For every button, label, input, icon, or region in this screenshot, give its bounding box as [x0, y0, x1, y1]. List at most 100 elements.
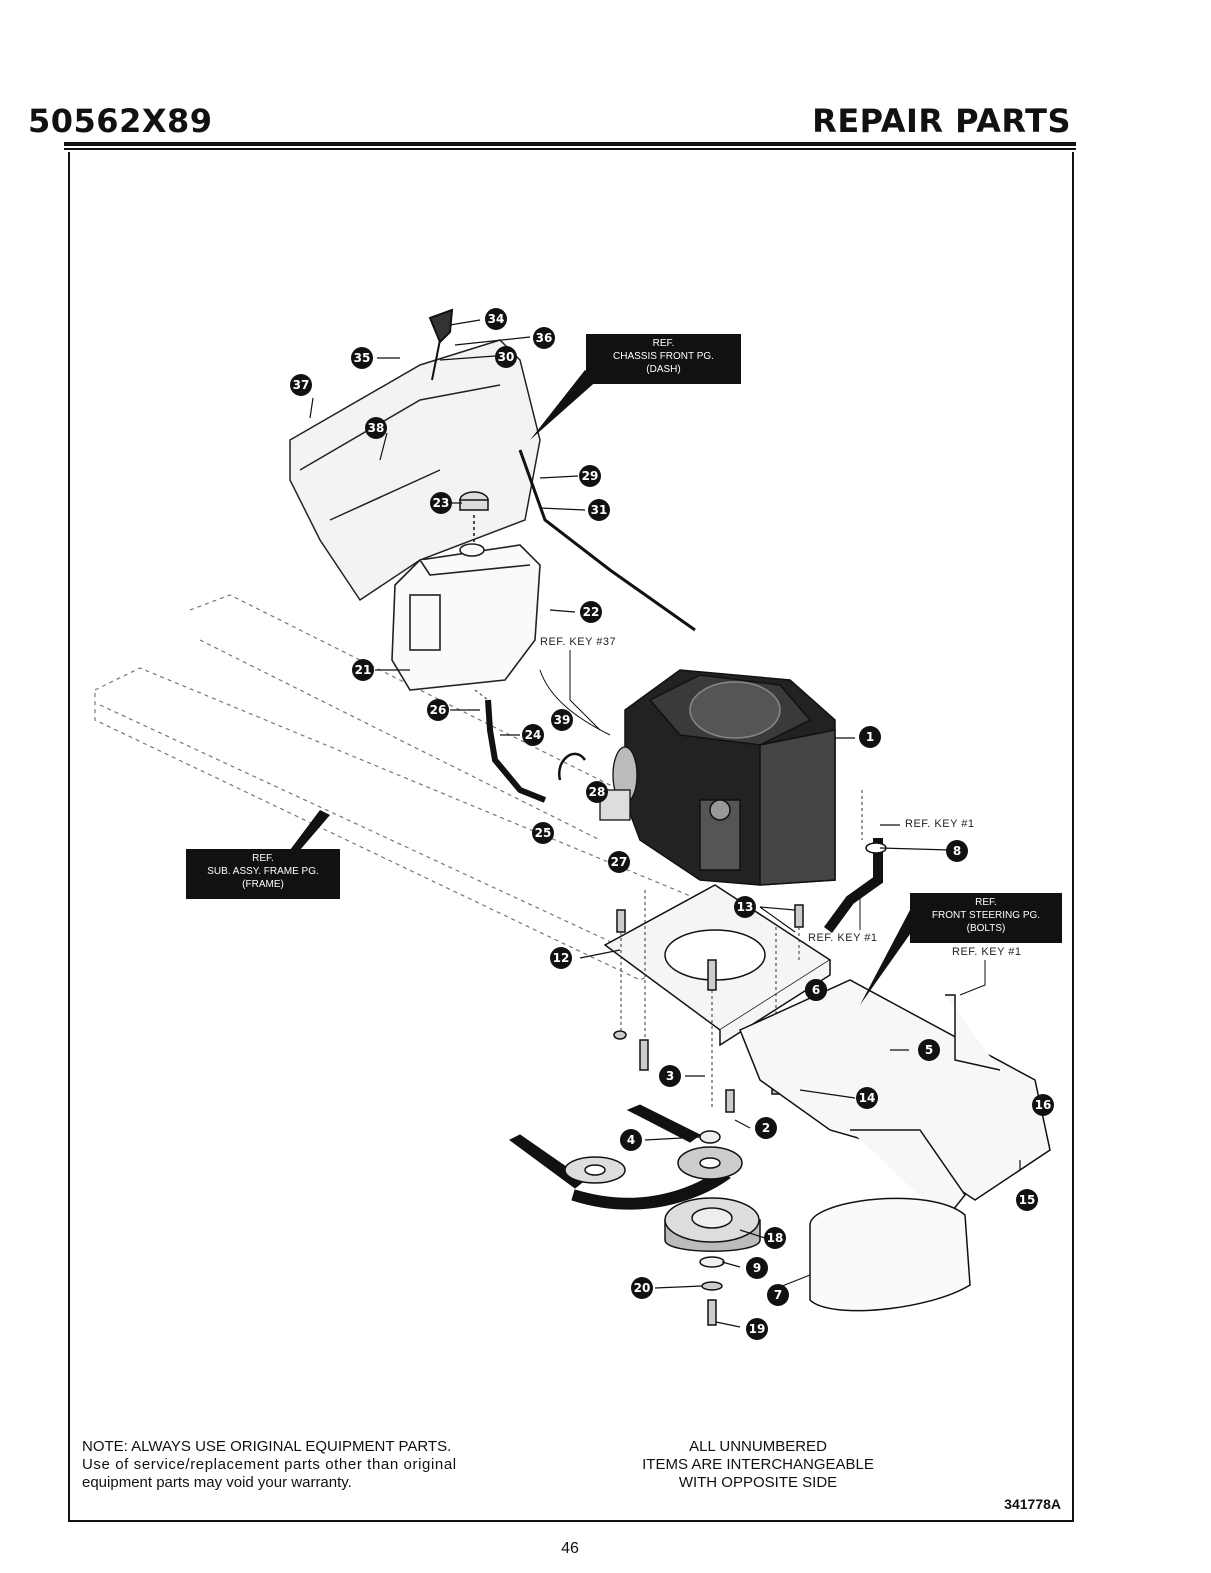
callout-14: 14: [856, 1087, 878, 1109]
callout-bubble: [485, 308, 507, 330]
callout-label: 1: [866, 730, 874, 744]
callout-30: 30: [495, 346, 517, 368]
interchangeable-note: ALL UNNUMBERED ITEMS ARE INTERCHANGEABLE…: [598, 1438, 918, 1492]
callout-label: 8: [953, 844, 961, 858]
callout-label: 14: [859, 1091, 876, 1105]
callout-13: 13: [734, 896, 756, 918]
ref-box-chassis-line3: (DASH): [646, 364, 681, 375]
header-rule-thin: [64, 148, 1076, 150]
ref-key-1-b: REF. KEY #1: [808, 932, 878, 944]
callout-37: 37: [290, 374, 312, 396]
engine: [624, 669, 836, 886]
callout-bubble: [805, 979, 827, 1001]
ref-box-frame-line1: REF.: [252, 853, 274, 864]
callout-label: 38: [368, 421, 385, 435]
callout-label: 30: [498, 350, 515, 364]
callout-34: 34: [485, 308, 507, 330]
callout-6: 6: [805, 979, 827, 1001]
callout-22: 22: [580, 601, 602, 623]
callout-label: 23: [433, 496, 450, 510]
callout-label: 9: [753, 1261, 761, 1275]
callout-bubble: [365, 417, 387, 439]
callout-label: 4: [627, 1133, 635, 1147]
mount-plate: [603, 884, 832, 1047]
hose-clamp: [557, 752, 587, 781]
callout-label: 36: [536, 331, 553, 345]
callout-label: 25: [535, 826, 552, 840]
dash-panel: [289, 339, 541, 602]
callout-bubble: [764, 1227, 786, 1249]
callout-label: 19: [749, 1322, 766, 1336]
fuel-cap: [459, 491, 489, 545]
callout-label: 34: [488, 312, 505, 326]
ref-box-steering: REF. FRONT STEERING PG. (BOLTS): [910, 893, 1062, 943]
callout-label: 31: [591, 503, 608, 517]
callout-27: 27: [608, 851, 630, 873]
callout-label: 35: [354, 351, 371, 365]
page-number: 46: [561, 1540, 579, 1557]
ref-box-steering-line2: FRONT STEERING PG.: [931, 910, 1041, 921]
callout-label: 24: [525, 728, 542, 742]
callout-23: 23: [430, 492, 452, 514]
callout-5: 5: [918, 1039, 940, 1061]
callout-label: 39: [554, 713, 571, 727]
callout-18: 18: [764, 1227, 786, 1249]
callout-bubble: [550, 947, 572, 969]
callout-bubble: [1032, 1094, 1054, 1116]
ref-key-1-c: REF. KEY #1: [952, 946, 1022, 958]
callout-bubble: [746, 1257, 768, 1279]
callout-label: 16: [1035, 1098, 1052, 1112]
callout-35: 35: [351, 347, 373, 369]
callout-bubble: [856, 1087, 878, 1109]
callout-26: 26: [427, 699, 449, 721]
note-line-3: equipment parts may void your warranty.: [82, 1474, 352, 1491]
callout-36: 36: [533, 327, 555, 349]
note-line-1: NOTE: ALWAYS USE ORIGINAL EQUIPMENT PART…: [82, 1438, 452, 1455]
callout-20: 20: [631, 1277, 653, 1299]
callout-leaders: [309, 319, 1021, 1328]
ref-box-frame-line2: SUB. ASSY. FRAME PG.: [207, 866, 319, 877]
callout-1: 1: [859, 726, 881, 748]
ref-box-steering-line1: REF.: [975, 897, 997, 908]
center-line-2: ITEMS ARE INTERCHANGEABLE: [642, 1456, 874, 1473]
callout-bubble: [430, 492, 452, 514]
callout-label: 2: [762, 1121, 770, 1135]
callout-24: 24: [522, 724, 544, 746]
ref-box-chassis-line2: CHASSIS FRONT PG.: [613, 351, 714, 362]
header-rule: [64, 142, 1076, 146]
callout-label: 7: [774, 1288, 782, 1302]
callout-12: 12: [550, 947, 572, 969]
callout-label: 27: [611, 855, 628, 869]
callout-bubble: [946, 840, 968, 862]
callout-bubble: [586, 781, 608, 803]
fuel-line: [485, 699, 547, 803]
callout-label: 28: [589, 785, 606, 799]
callout-29: 29: [579, 465, 601, 487]
callout-38: 38: [365, 417, 387, 439]
callout-9: 9: [746, 1257, 768, 1279]
callout-label: 5: [925, 1043, 933, 1057]
callout-28: 28: [586, 781, 608, 803]
ref-key-37: REF. KEY #37: [540, 636, 617, 648]
breather-tube: [823, 838, 883, 933]
callout-label: 18: [767, 1231, 784, 1245]
callout-label: 22: [583, 605, 600, 619]
ref-box-chassis: REF. CHASSIS FRONT PG. (DASH): [586, 334, 741, 384]
ref-key-lines: [539, 650, 986, 996]
callout-bubble: [767, 1284, 789, 1306]
callout-bubble: [859, 726, 881, 748]
callout-label: 21: [355, 663, 372, 677]
fuel-tank: [391, 543, 541, 691]
callout-3: 3: [659, 1065, 681, 1087]
diagram-frame: [68, 152, 1074, 1522]
callout-label: 37: [293, 378, 310, 392]
callout-label: 12: [553, 951, 570, 965]
model-number: 50562X89: [28, 102, 213, 140]
ref-box-steering-line3: (BOLTS): [966, 923, 1006, 934]
section-title: REPAIR PARTS: [812, 102, 1071, 140]
callout-bubble: [351, 347, 373, 369]
callout-bubble: [532, 822, 554, 844]
callout-bubble: [1016, 1189, 1038, 1211]
callout-bubble: [734, 896, 756, 918]
callout-label: 20: [634, 1281, 651, 1295]
